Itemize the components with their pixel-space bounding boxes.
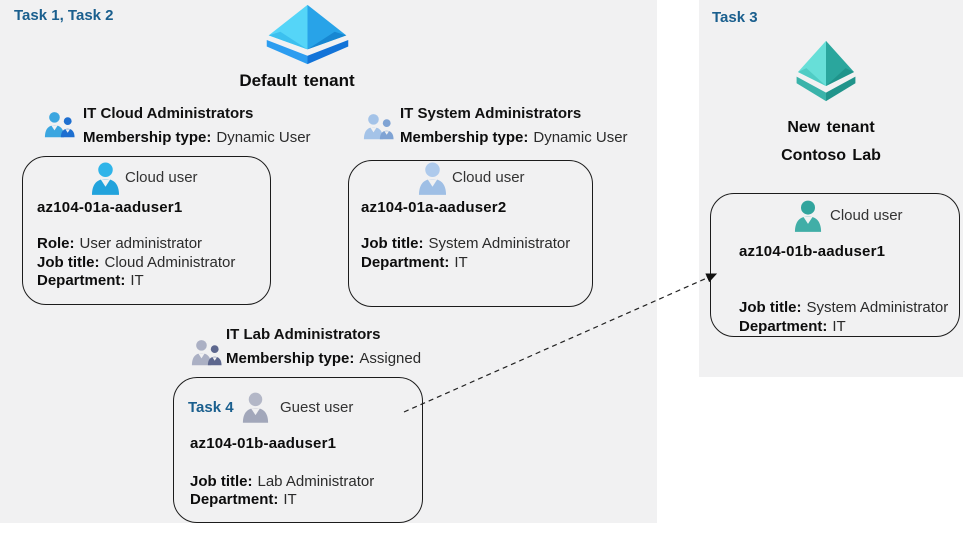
user-type-label: Cloud user (830, 207, 903, 224)
user-attr-department: Department:IT (37, 272, 144, 289)
user-name: az104-01a-aaduser2 (361, 199, 507, 216)
membership-type-value: Dynamic User (216, 129, 311, 146)
user-attr-department: Department:IT (739, 318, 846, 335)
group-membership-lab-admins: Membership type:Assigned (226, 350, 421, 367)
task-1-2-label: Task 1, Task 2 (14, 7, 114, 24)
attr-label: Department: (361, 254, 450, 271)
user-card-aaduser1 (22, 156, 271, 305)
group-icon (191, 339, 222, 366)
cloud-user-icon (91, 162, 120, 195)
user-attr-jobtitle: Job title:System Administrator (361, 235, 570, 252)
attr-label: Department: (739, 318, 828, 335)
group-name-cloud-admins: IT Cloud Administrators (83, 105, 254, 122)
user-card-new-tenant (710, 193, 960, 337)
attr-label: Job title: (37, 254, 100, 271)
user-name: az104-01a-aaduser1 (37, 199, 183, 216)
user-attr-department: Department:IT (361, 254, 468, 271)
user-attr-jobtitle: Job title:System Administrator (739, 299, 948, 316)
user-type-label: Cloud user (452, 169, 525, 186)
azure-ad-tenant-icon-teal (791, 39, 861, 103)
default-tenant-title: Default tenant (239, 71, 355, 90)
user-name: az104-01b-aaduser1 (190, 435, 337, 452)
attr-label: Role: (37, 235, 75, 252)
group-name-system-admins: IT System Administrators (400, 105, 582, 122)
azure-ad-tenant-icon (259, 3, 356, 66)
attr-label: Department: (37, 272, 126, 289)
attr-label: Department: (190, 491, 279, 508)
attr-label: Job title: (739, 299, 802, 316)
user-attr-role: Role:User administrator (37, 235, 202, 252)
default-tenant-panel (0, 0, 657, 523)
membership-type-label: Membership type: (400, 129, 529, 146)
group-membership-cloud-admins: Membership type:Dynamic User (83, 129, 311, 146)
group-name-lab-admins: IT Lab Administrators (226, 326, 381, 343)
user-card-guest (173, 377, 423, 523)
user-type-label: Cloud user (125, 169, 198, 186)
attr-value: IT (130, 272, 144, 289)
new-tenant-title-line2: Contoso Lab (781, 147, 881, 164)
membership-type-label: Membership type: (83, 129, 212, 146)
attr-value: User administrator (79, 235, 203, 252)
membership-type-label: Membership type: (226, 350, 355, 367)
new-tenant-title-line1: New tenant (787, 119, 875, 136)
group-icon (44, 111, 75, 138)
attr-value: IT (283, 491, 297, 508)
user-type-label: Guest user (280, 399, 354, 416)
user-attr-jobtitle: Job title:Lab Administrator (190, 473, 374, 490)
cloud-user-icon (794, 200, 822, 232)
user-name: az104-01b-aaduser1 (739, 243, 886, 260)
attr-value: System Administrator (806, 299, 949, 316)
attr-value: IT (454, 254, 468, 271)
task-3-label: Task 3 (712, 9, 758, 26)
attr-value: System Administrator (428, 235, 571, 252)
membership-type-value: Assigned (359, 350, 422, 367)
attr-value: IT (832, 318, 846, 335)
attr-value: Cloud Administrator (104, 254, 236, 271)
attr-label: Job title: (190, 473, 253, 490)
group-membership-system-admins: Membership type:Dynamic User (400, 129, 628, 146)
user-attr-department: Department:IT (190, 491, 297, 508)
membership-type-value: Dynamic User (533, 129, 628, 146)
attr-label: Job title: (361, 235, 424, 252)
user-attr-jobtitle: Job title:Cloud Administrator (37, 254, 235, 271)
guest-user-icon (242, 392, 269, 423)
attr-value: Lab Administrator (257, 473, 375, 490)
cloud-user-icon (418, 162, 447, 195)
task-4-label: Task 4 (188, 399, 234, 416)
group-icon (363, 113, 394, 140)
